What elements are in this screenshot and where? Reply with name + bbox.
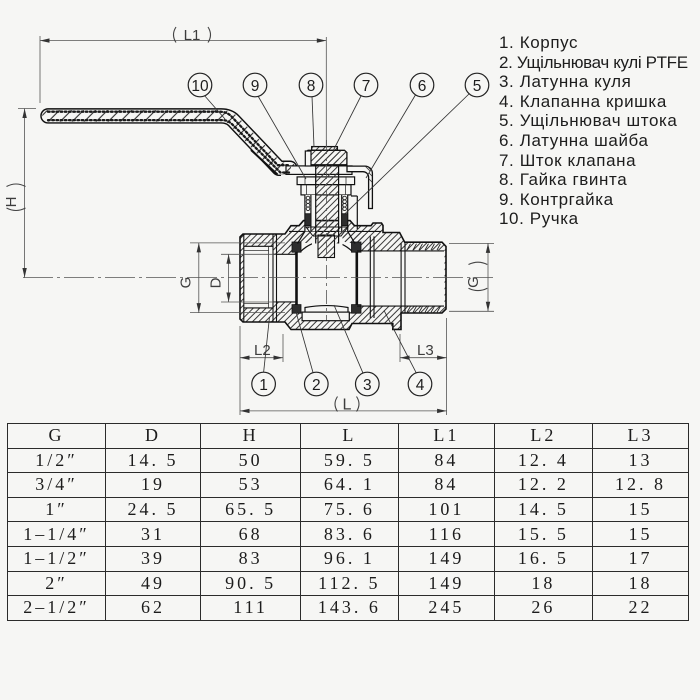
svg-text:9: 9 (251, 78, 260, 95)
svg-text:D: D (208, 277, 225, 288)
svg-text:7: 7 (362, 78, 371, 95)
svg-text:L2: L2 (254, 342, 271, 359)
svg-text:6: 6 (418, 78, 427, 95)
svg-text:10: 10 (191, 78, 209, 95)
svg-text:L1: L1 (184, 27, 201, 44)
svg-text:H: H (3, 197, 20, 208)
svg-text:G: G (178, 277, 195, 289)
svg-text:L3: L3 (417, 342, 434, 359)
svg-text:5: 5 (473, 78, 482, 95)
svg-text:L: L (343, 397, 352, 414)
svg-text:1: 1 (259, 377, 268, 394)
svg-text:G: G (465, 276, 482, 288)
svg-text:4: 4 (416, 377, 425, 394)
svg-text:3: 3 (363, 377, 372, 394)
svg-text:2: 2 (312, 377, 321, 394)
svg-text:8: 8 (307, 78, 316, 95)
